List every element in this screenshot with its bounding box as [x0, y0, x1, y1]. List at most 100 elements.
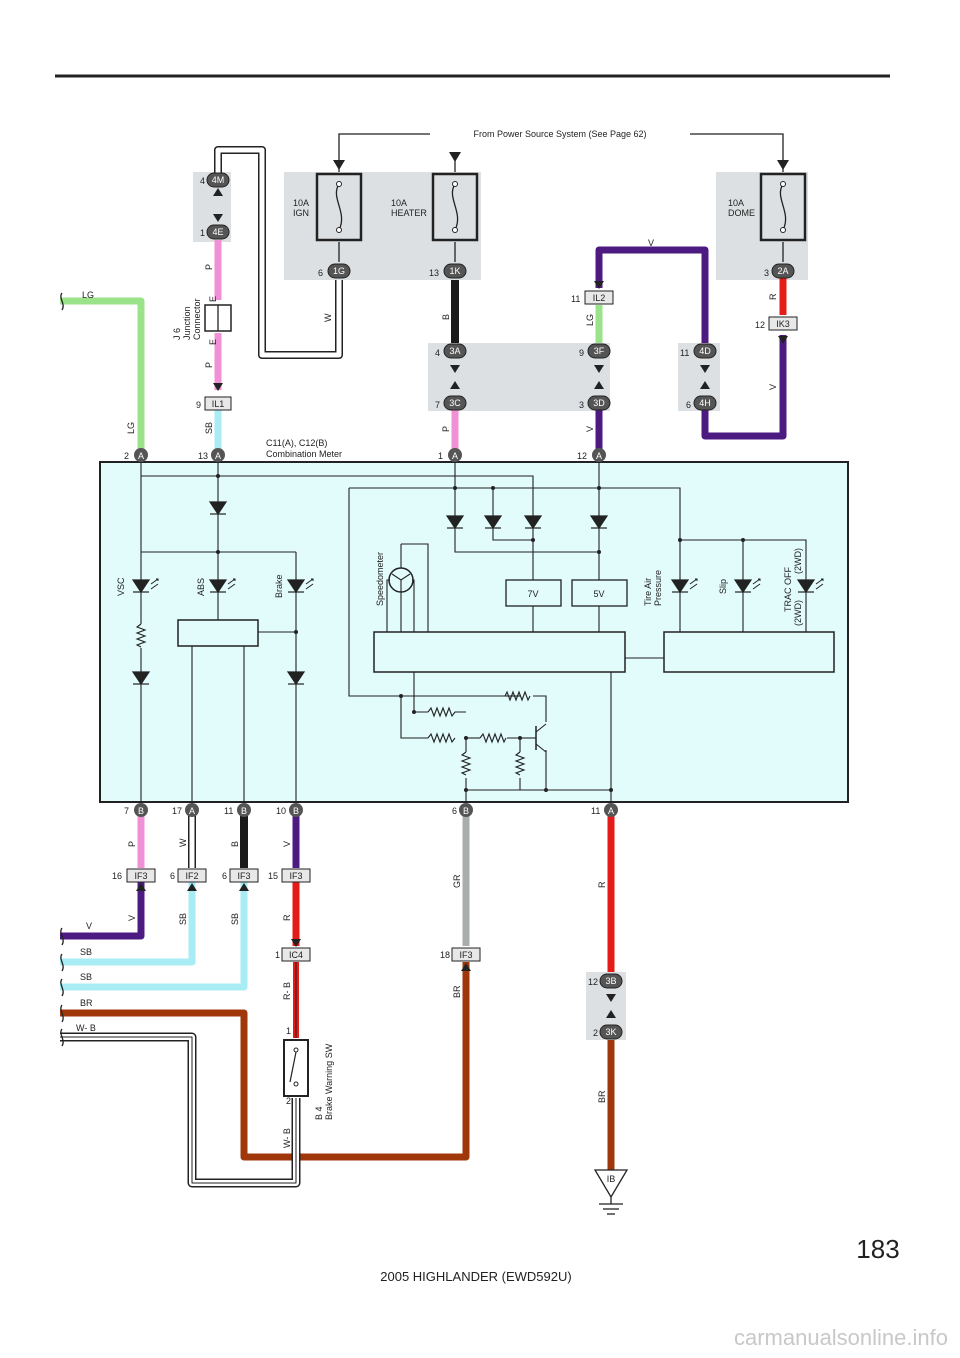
- svg-text:17: 17: [172, 806, 182, 816]
- svg-text:SB: SB: [80, 947, 92, 957]
- conn-IF3-4: IF3: [459, 950, 472, 960]
- connector-badges: 4M 4E 1G 1K 2A IL2 IK3 IL1 3A 3C 3F 3D 4…: [126, 172, 798, 1040]
- diodes: [131, 501, 609, 686]
- svg-text:12: 12: [588, 977, 598, 987]
- meter-pin-B-1: B: [138, 806, 144, 816]
- svg-text:B: B: [441, 314, 451, 320]
- svg-text:R: R: [768, 293, 778, 300]
- led-rays: [150, 578, 824, 590]
- conn-4E: 4E: [212, 227, 223, 237]
- fuse-dome-amp: 10A: [728, 198, 744, 208]
- svg-text:3: 3: [579, 400, 584, 410]
- svg-text:11: 11: [680, 348, 689, 358]
- conn-1K: 1K: [449, 266, 460, 276]
- svg-text:P: P: [204, 362, 214, 368]
- svg-text:6: 6: [318, 268, 323, 278]
- meter-pin-A-1: A: [138, 451, 144, 461]
- svg-text:15: 15: [268, 871, 278, 881]
- ground-label: IB: [607, 1174, 616, 1184]
- conn-1G: 1G: [333, 266, 345, 276]
- svg-text:12: 12: [755, 320, 765, 330]
- fuse-ign: [315, 172, 363, 242]
- svg-text:13: 13: [198, 451, 208, 461]
- svg-text:V: V: [282, 841, 292, 847]
- conn-3A: 3A: [449, 346, 460, 356]
- power-source-label: From Power Source System (See Page 62): [473, 129, 646, 139]
- svg-text:B: B: [230, 841, 240, 847]
- resistors: [135, 623, 531, 776]
- conn-3F: 3F: [594, 346, 605, 356]
- svg-text:SB: SB: [178, 913, 188, 925]
- svg-text:V: V: [585, 426, 595, 432]
- fuse-heater-name: HEATER: [391, 208, 427, 218]
- svg-text:9: 9: [196, 400, 201, 410]
- svg-text:BR: BR: [452, 985, 462, 998]
- svg-text:11: 11: [591, 806, 600, 816]
- footer-title: 2005 HIGHLANDER (EWD592U): [380, 1269, 571, 1284]
- power-feed-lines: [338, 133, 784, 262]
- conn-3B: 3B: [605, 976, 616, 986]
- svg-text:W- B: W- B: [76, 1023, 96, 1033]
- fuse-dome: [759, 172, 807, 242]
- svg-text:2: 2: [593, 1028, 598, 1038]
- svg-text:6: 6: [686, 400, 691, 410]
- svg-text:7: 7: [435, 400, 440, 410]
- junction-ref: J 6: [172, 328, 182, 340]
- svg-text:V: V: [768, 384, 778, 390]
- conn-3C: 3C: [449, 398, 461, 408]
- label-tire-air: Tire Air: [643, 578, 653, 606]
- conn-IL1: IL1: [212, 399, 225, 409]
- brake-warning-switch: [283, 1039, 309, 1097]
- svg-text:18: 18: [440, 950, 450, 960]
- wire-labels: LG LG P P SB W B P LG V V R V P V W SB B…: [76, 238, 778, 1148]
- conn-4H: 4H: [699, 398, 711, 408]
- svg-text:R: R: [597, 881, 607, 888]
- fuse-ign-name: IGN: [293, 208, 309, 218]
- chevrons: [136, 188, 788, 1018]
- junction-pin-e2: E: [208, 339, 218, 345]
- label-speedometer: Speedometer: [375, 552, 385, 606]
- svg-text:13: 13: [429, 268, 439, 278]
- junction-pin-e1: E: [208, 296, 218, 302]
- pin-numbers: 4 1 6 13 3 11 12 9 4 7 9 3 11 6 2 13 1 1…: [112, 176, 769, 1106]
- svg-text:4: 4: [200, 176, 205, 186]
- conn-3D: 3D: [593, 398, 605, 408]
- svg-text:V: V: [127, 915, 137, 921]
- svg-text:16: 16: [112, 871, 122, 881]
- meter-pin-A-2: A: [215, 451, 221, 461]
- svg-text:R: R: [282, 914, 292, 921]
- conn-IL2: IL2: [593, 293, 606, 303]
- meter-internal: [140, 462, 835, 802]
- svg-text:P: P: [127, 841, 137, 847]
- svg-text:V: V: [86, 921, 92, 931]
- conn-3K: 3K: [605, 1027, 616, 1037]
- conn-2A: 2A: [777, 266, 788, 276]
- conn-IF3-3: IF3: [289, 871, 302, 881]
- svg-text:SB: SB: [80, 972, 92, 982]
- svg-text:1: 1: [275, 950, 280, 960]
- svg-text:6: 6: [170, 871, 175, 881]
- meter-name: Combination Meter: [266, 449, 342, 459]
- conn-IC4: IC4: [289, 950, 303, 960]
- meter-pin-A-3: A: [452, 451, 458, 461]
- svg-text:LG: LG: [585, 314, 595, 326]
- meter-ref: C11(A), C12(B): [266, 438, 327, 448]
- svg-text:P: P: [441, 426, 451, 432]
- meter-pin-B-4: B: [463, 806, 469, 816]
- fuse-dome-name: DOME: [728, 208, 755, 218]
- label-7v: 7V: [527, 589, 538, 599]
- svg-text:6: 6: [222, 871, 227, 881]
- label-tire-pressure: Pressure: [653, 570, 663, 606]
- svg-text:W: W: [323, 313, 333, 322]
- svg-text:LG: LG: [82, 290, 94, 300]
- svg-text:7: 7: [124, 806, 129, 816]
- label-vsc: VSC: [116, 577, 126, 596]
- svg-text:SB: SB: [204, 422, 214, 434]
- svg-text:4: 4: [435, 348, 440, 358]
- label-trac-2wd-b: (2WD): [793, 600, 803, 626]
- svg-text:R- B: R- B: [282, 982, 292, 1000]
- svg-text:W: W: [178, 838, 188, 847]
- meter-pin-A-5: A: [189, 806, 195, 816]
- fuse-ign-amp: 10A: [293, 198, 309, 208]
- svg-text:10: 10: [276, 806, 286, 816]
